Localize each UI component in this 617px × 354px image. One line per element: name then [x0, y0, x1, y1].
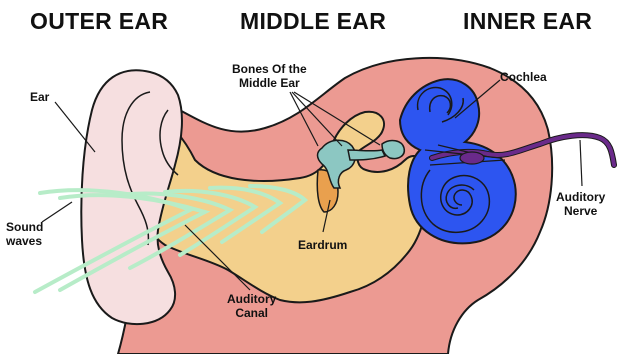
label-auditory-canal-line-1: Auditory [227, 292, 276, 306]
label-auditory-nerve-line-1: Auditory [556, 190, 605, 204]
label-auditory-canal-line-2: Canal [227, 306, 276, 320]
label-auditory-canal: Auditory Canal [227, 292, 276, 320]
label-sound-waves-line-2: waves [6, 234, 43, 248]
leader-sound [42, 202, 72, 222]
label-bones-line-2: Middle Ear [232, 76, 307, 90]
section-title-inner-ear: INNER EAR [463, 8, 592, 35]
label-bones-line-1: Bones Of the [232, 62, 307, 76]
label-bones: Bones Of the Middle Ear [232, 62, 307, 90]
label-sound-waves: Sound waves [6, 220, 43, 248]
label-auditory-nerve: Auditory Nerve [556, 190, 605, 218]
label-eardrum: Eardrum [298, 238, 347, 252]
leader-nerve [580, 140, 582, 186]
label-auditory-nerve-line-2: Nerve [556, 204, 605, 218]
label-ear: Ear [30, 90, 49, 104]
label-cochlea: Cochlea [500, 70, 547, 84]
nerve-ganglion [460, 152, 484, 164]
section-title-middle-ear: MIDDLE EAR [240, 8, 386, 35]
section-title-outer-ear: OUTER EAR [30, 8, 168, 35]
label-sound-waves-line-1: Sound [6, 220, 43, 234]
